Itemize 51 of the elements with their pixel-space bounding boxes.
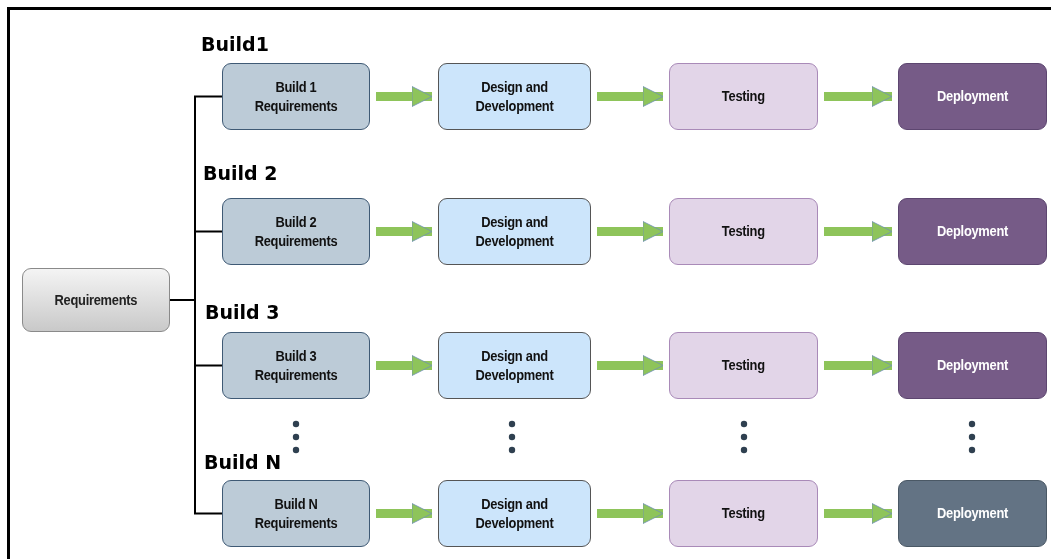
- arrow: [376, 503, 433, 524]
- process-box: [222, 480, 370, 547]
- connector-line: [169, 299, 223, 515]
- build-heading: Build 2: [203, 162, 278, 184]
- box-label: Deployment: [937, 222, 1008, 241]
- process-box: [669, 480, 818, 547]
- process-box: [438, 198, 591, 265]
- arrow: [597, 86, 664, 107]
- box-label: Design and Development: [474, 346, 555, 385]
- build-heading: Build 3: [205, 301, 280, 323]
- box-label: Design and Development: [474, 212, 555, 251]
- process-box: [438, 63, 591, 130]
- arrow: [376, 355, 433, 376]
- process-box: [669, 63, 818, 130]
- arrow: [597, 503, 664, 524]
- arrow: [376, 221, 433, 242]
- process-box: [898, 63, 1047, 130]
- box-label: Build 2 Requirements: [253, 212, 339, 251]
- process-box: [438, 332, 591, 399]
- box-label: Testing: [722, 356, 765, 375]
- box-label: Testing: [722, 222, 765, 241]
- arrow: [597, 355, 664, 376]
- process-box: [898, 332, 1047, 399]
- arrow: [824, 503, 893, 524]
- arrow: [824, 221, 893, 242]
- process-box: [669, 198, 818, 265]
- box-label: Requirements: [54, 290, 138, 310]
- arrow: [824, 355, 893, 376]
- process-box: [898, 198, 1047, 265]
- arrow: [824, 86, 893, 107]
- build-heading: Build N: [204, 451, 282, 473]
- box-label: Build N Requirements: [253, 494, 339, 533]
- process-box: [438, 480, 591, 547]
- box-label: Design and Development: [474, 77, 555, 116]
- process-box: [22, 268, 170, 332]
- arrow: [597, 221, 664, 242]
- box-label: Deployment: [937, 87, 1008, 106]
- arrow: [376, 86, 433, 107]
- box-label: Testing: [722, 504, 765, 523]
- box-label: Build 3 Requirements: [253, 346, 339, 385]
- box-label: Deployment: [937, 504, 1008, 523]
- process-box: [222, 63, 370, 130]
- box-label: Build 1 Requirements: [253, 77, 339, 116]
- build-heading: Build1: [201, 33, 269, 55]
- process-box: [222, 332, 370, 399]
- process-box: [222, 198, 370, 265]
- box-label: Testing: [722, 87, 765, 106]
- process-box: [898, 480, 1047, 547]
- box-label: Design and Development: [474, 494, 555, 533]
- process-box: [669, 332, 818, 399]
- box-label: Deployment: [937, 356, 1008, 375]
